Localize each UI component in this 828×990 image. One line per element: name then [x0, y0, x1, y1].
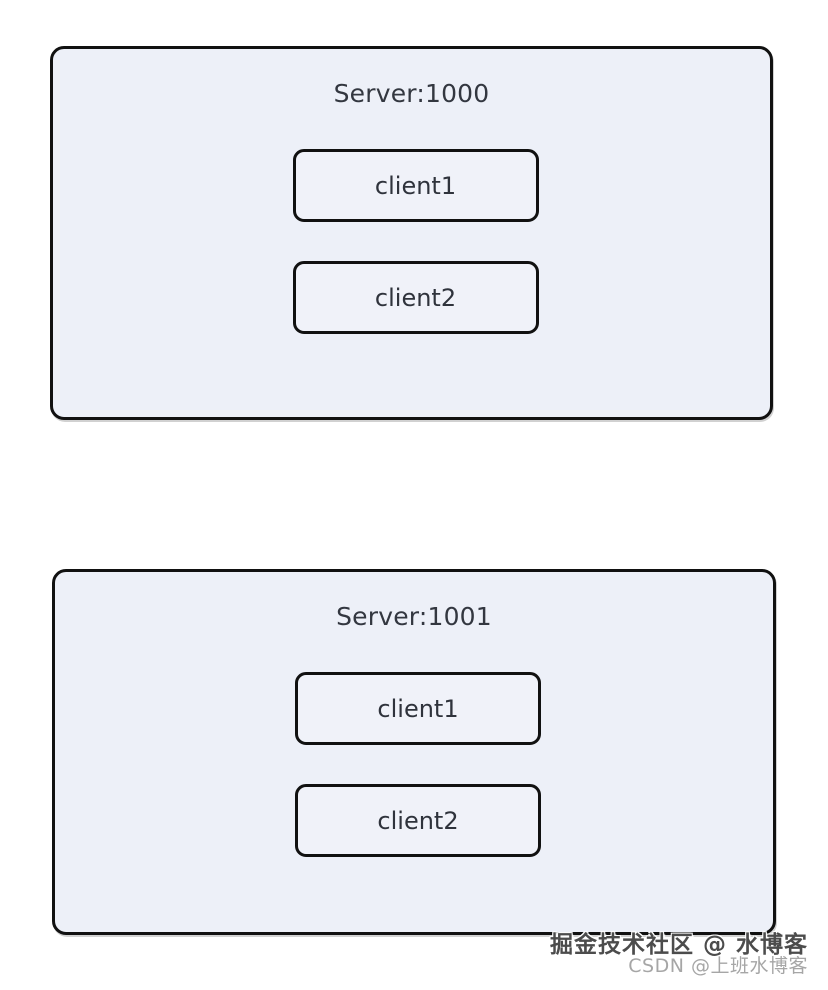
server-panel-1000: Server:1000 client1 client2 — [50, 46, 773, 420]
client-box: client2 — [295, 784, 541, 857]
client-box: client2 — [292, 261, 539, 334]
watermark-line2: CSDN @上班水博客 — [628, 955, 808, 978]
server-title: Server:1000 — [333, 79, 490, 108]
client-label: client2 — [377, 806, 459, 835]
client-label: client1 — [374, 171, 457, 200]
watermark: 掘金技术社区 @ 水博客 CSDN @上班水博客 — [549, 932, 808, 978]
client-label: client2 — [374, 283, 457, 312]
watermark-line1: 掘金技术社区 @ 水博客 — [549, 932, 808, 958]
client-box: client1 — [292, 149, 539, 222]
server-panel-1001: Server:1001 client1 client2 — [52, 569, 776, 935]
client-label: client1 — [377, 694, 459, 723]
client-box: client1 — [295, 672, 541, 745]
server-title: Server:1001 — [336, 602, 492, 631]
